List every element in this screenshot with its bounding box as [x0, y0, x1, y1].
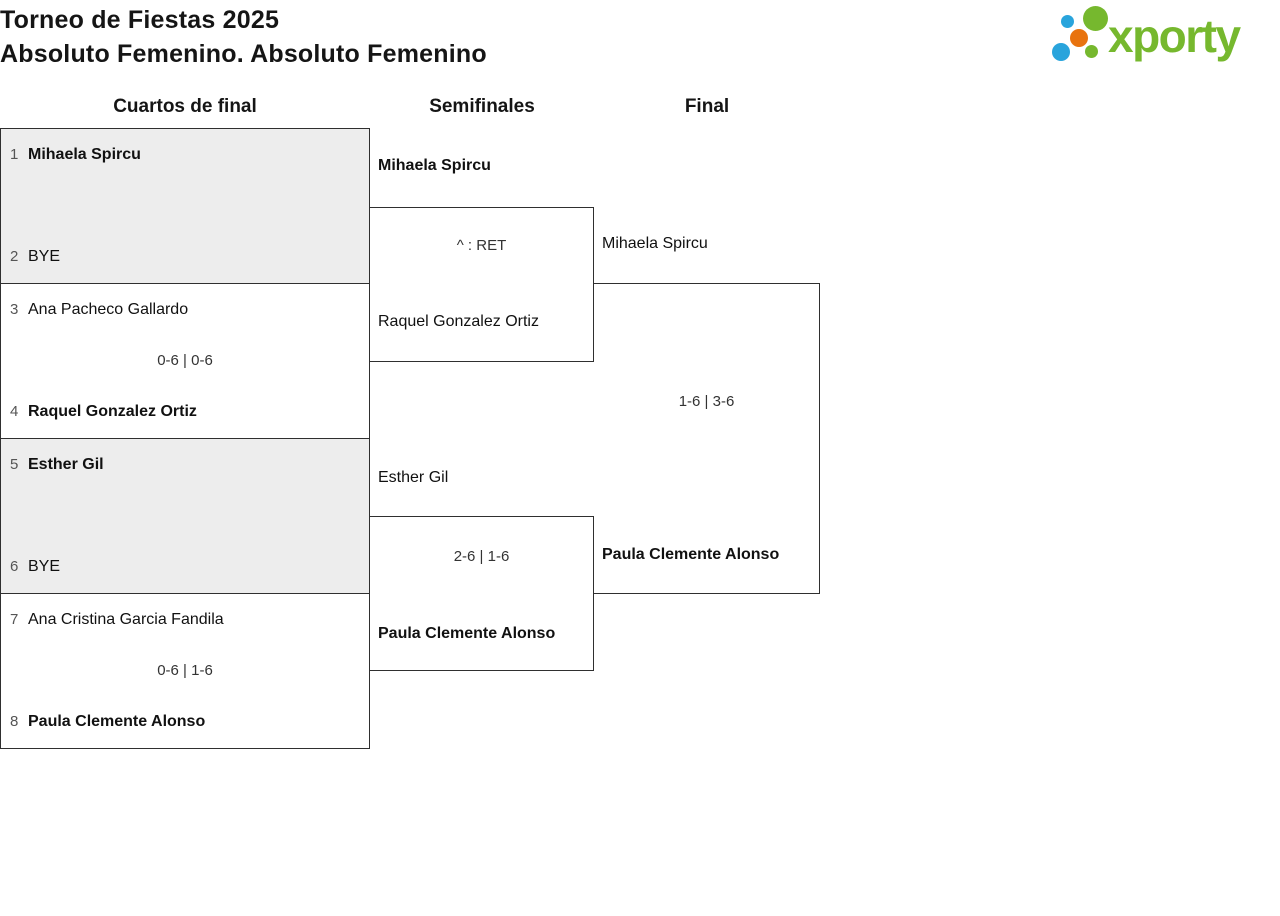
match-score: 1-6 | 3-6: [678, 393, 735, 410]
match-score: ^ : RET: [456, 237, 507, 254]
player-seed: 2: [10, 248, 19, 265]
match-score: 2-6 | 1-6: [453, 548, 510, 565]
player-seed: 8: [10, 713, 19, 730]
player-name: Raquel Gonzalez Ortiz: [378, 313, 539, 330]
player-name: BYE: [28, 248, 61, 265]
xporty-logo[interactable]: xporty: [1048, 0, 1280, 72]
round-header-cuartos-de-final: Cuartos de final: [113, 96, 257, 117]
player-name: Mihaela Spircu: [28, 146, 141, 163]
match-score: [1, 196, 369, 216]
player-name: Esther Gil: [378, 469, 449, 486]
player-row: 3 Ana Pacheco Gallardo: [10, 300, 361, 320]
match-box-qf-2[interactable]: 3 Ana Pacheco Gallardo 0-6 | 0-6 4 Raque…: [0, 283, 370, 439]
player-seed: 3: [10, 301, 19, 318]
player-name: Paula Clemente Alonso: [378, 625, 556, 642]
match-score: 0-6 | 0-6: [157, 352, 213, 369]
page-title: Torneo de Fiestas 2025: [0, 6, 280, 34]
match-box-qf-1[interactable]: 1 Mihaela Spircu 2 BYE: [0, 128, 370, 284]
player-seed: 5: [10, 456, 19, 473]
logo-dot-icon: [1085, 45, 1098, 58]
page-subtitle: Absoluto Femenino. Absoluto Femenino: [0, 40, 487, 68]
match-box-sf-2[interactable]: 2-6 | 1-6: [370, 516, 594, 671]
player-row: 1 Mihaela Spircu: [10, 145, 361, 165]
player-seed: 6: [10, 558, 19, 575]
player-row: 5 Esther Gil: [10, 455, 361, 475]
player-row: 2 BYE: [10, 247, 361, 267]
player-seed: 1: [10, 146, 19, 163]
match-score: 0-6 | 1-6: [157, 662, 213, 679]
player-name: Paula Clemente Alonso: [602, 546, 780, 563]
match-box-qf-4[interactable]: 7 Ana Cristina Garcia Fandila 0-6 | 1-6 …: [0, 593, 370, 749]
match-box-sf-1[interactable]: ^ : RET: [370, 207, 594, 362]
logo-dot-icon: [1083, 6, 1108, 31]
player-name: Mihaela Spircu: [378, 157, 491, 174]
player-name: Esther Gil: [28, 456, 104, 473]
player-name: Ana Cristina Garcia Fandila: [28, 611, 224, 628]
player-row: 7 Ana Cristina Garcia Fandila: [10, 610, 361, 630]
match-box-qf-3[interactable]: 5 Esther Gil 6 BYE: [0, 438, 370, 594]
player-name: Paula Clemente Alonso: [28, 713, 206, 730]
match-score: [1, 506, 369, 526]
match-box-final[interactable]: 1-6 | 3-6: [594, 283, 820, 594]
round-header-final: Final: [684, 96, 730, 117]
logo-dot-icon: [1052, 43, 1070, 61]
player-name: Ana Pacheco Gallardo: [28, 301, 189, 318]
player-name: BYE: [28, 558, 61, 575]
player-seed: 7: [10, 611, 19, 628]
xporty-wordmark: xporty: [1108, 10, 1241, 62]
round-header-semifinales: Semifinales: [429, 96, 535, 117]
player-row: 6 BYE: [10, 557, 361, 577]
player-row: 4 Raquel Gonzalez Ortiz: [10, 402, 361, 422]
logo-dot-icon: [1061, 15, 1074, 28]
player-name: Raquel Gonzalez Ortiz: [28, 403, 197, 420]
logo-dot-icon: [1070, 29, 1088, 47]
player-name: Mihaela Spircu: [602, 235, 708, 252]
player-seed: 4: [10, 403, 19, 420]
player-row: 8 Paula Clemente Alonso: [10, 712, 361, 732]
